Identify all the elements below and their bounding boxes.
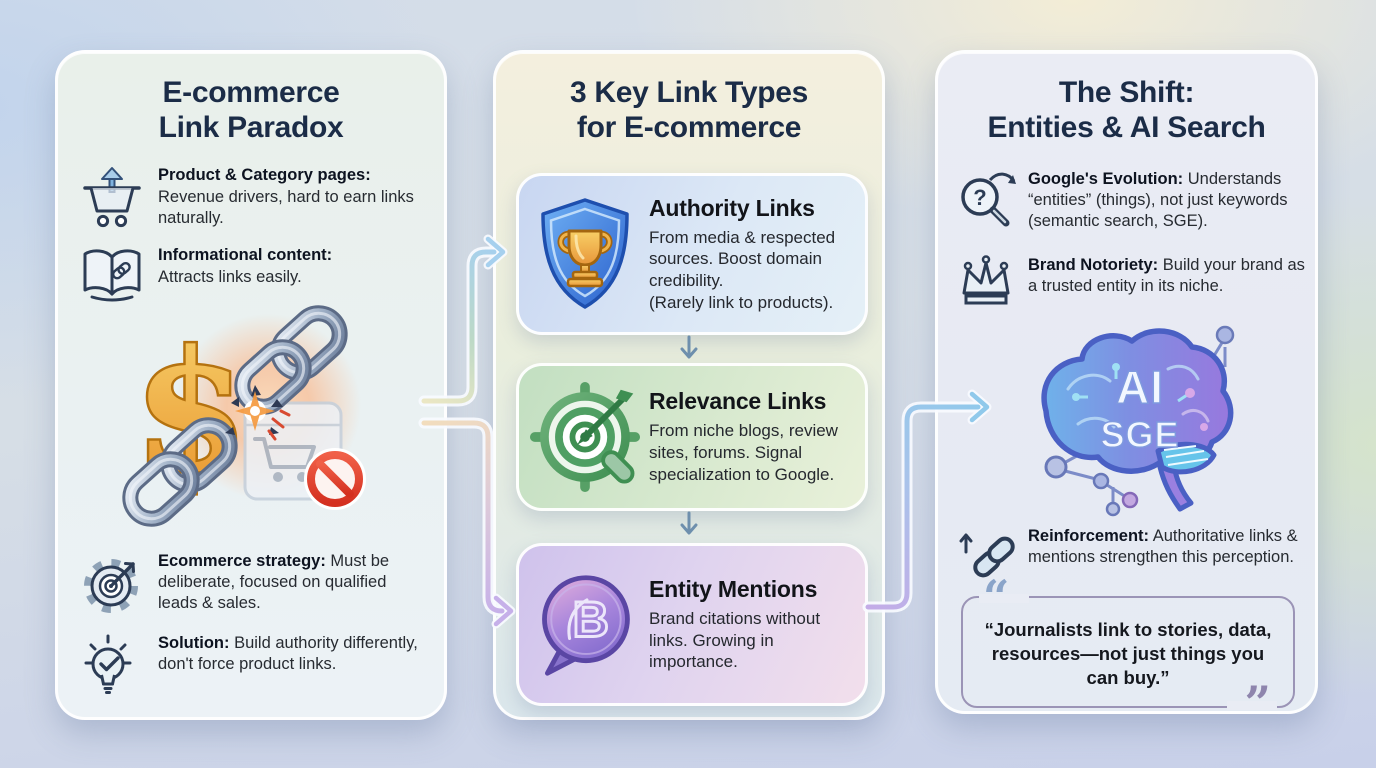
item-body: Authoritative links & mentions strengthe…: [1028, 527, 1298, 566]
item-text: Brand Notoriety: Build your brand as a t…: [1028, 255, 1310, 297]
circuit-dots: [1072, 363, 1208, 431]
item-text: Google's Evolution: Understands “entitie…: [1028, 169, 1310, 232]
item-bold: Solution:: [158, 634, 230, 652]
title-line: The Shift:: [1058, 76, 1195, 109]
list-item-product-pages: Product & Category pages: Revenue drivers…: [80, 165, 432, 231]
cerebellum-stripes: [1163, 445, 1209, 466]
card-title: Authority Links: [649, 194, 815, 221]
card-body: From niche blogs, review sites, forums. …: [649, 421, 838, 484]
chain-links: [122, 305, 348, 527]
item-body: Attracts links easily.: [158, 267, 302, 286]
open-quote-icon: “: [983, 570, 1010, 624]
item-body: Build your brand as a trusted entity in …: [1028, 256, 1305, 295]
item-body: Must be deliberate, focused on qualified…: [158, 552, 390, 612]
item-bold: Google's Evolution:: [1028, 170, 1184, 188]
panel-entities-ai-search: The Shift: Entities & AI Search ? Google…: [935, 50, 1318, 726]
card-authority-links: Authority Links From media & respected s…: [516, 173, 868, 335]
list-item-googles-evolution: ? Google's Evolution: Understands “entit…: [954, 169, 1310, 235]
item-text: Ecommerce strategy: Must be deliberate, …: [158, 551, 424, 614]
card-body: From media & respected sources. Boost do…: [649, 227, 849, 314]
card-title: Entity Mentions: [649, 575, 818, 602]
card-body: Brand citations without links. Growing i…: [649, 608, 821, 672]
break-spark: [225, 385, 291, 441]
panel-link-types: 3 Key Link Types for E-commerce: [493, 50, 885, 720]
quote-border-gap: [1227, 701, 1277, 710]
item-body: Understands “entities” (things), not jus…: [1028, 170, 1288, 230]
card-text: Authority Links From media & respected s…: [649, 195, 849, 314]
list-item-informational-content: Informational content: Attracts links eas…: [80, 245, 432, 311]
list-item-solution: Solution: Build authority differently, d…: [80, 633, 432, 699]
item-bold: Product & Category pages:: [158, 166, 371, 184]
crown-icon: [954, 255, 1018, 321]
target-arrow-icon: [529, 373, 641, 501]
title-line: Link Paradox: [158, 111, 344, 145]
brain-folds: [1066, 364, 1210, 429]
card-body-line2: (Rarely link to products).: [649, 292, 834, 312]
ai-brain-illustration: AI SGE: [1041, 325, 1235, 517]
item-text: Informational content: Attracts links eas…: [158, 245, 424, 288]
item-bold: Ecommerce strategy:: [158, 552, 326, 570]
lightbulb-check-icon: [80, 633, 144, 699]
middle-panel-title: 3 Key Link Types for E-commerce: [496, 75, 882, 146]
item-text: Reinforcement: Authoritative links & men…: [1028, 526, 1310, 568]
left-panel-title: E-commerce Link Paradox: [58, 75, 444, 146]
bubble-letter: B: [573, 591, 609, 647]
card-title: Relevance Links: [649, 388, 827, 415]
question-mark: ?: [973, 185, 986, 210]
close-quote-icon: ”: [1244, 676, 1271, 730]
item-bold: Brand Notoriety:: [1028, 256, 1159, 274]
broken-chain-dollar-illustration: $: [122, 305, 366, 527]
search-question-icon: ?: [954, 169, 1018, 235]
item-body: Revenue drivers, hard to earn links natu…: [158, 187, 414, 227]
no-entry-icon: [304, 448, 366, 510]
list-item-brand-notoriety: Brand Notoriety: Build your brand as a t…: [954, 255, 1310, 321]
gear-target-icon: [80, 551, 144, 617]
item-bold: Informational content:: [158, 246, 333, 264]
item-body: Build authority differently, don't force…: [158, 634, 418, 673]
title-line: E-commerce: [162, 76, 340, 109]
item-text: Product & Category pages: Revenue drivers…: [158, 165, 424, 229]
brain-label-ai: AI: [1116, 361, 1164, 413]
speech-bubble-b-icon: B: [529, 561, 641, 689]
panel-link-paradox: E-commerce Link Paradox Product & Catego…: [55, 50, 447, 720]
card-text: Entity Mentions Brand citations without …: [649, 576, 849, 673]
title-line: 3 Key Link Types: [569, 76, 809, 109]
book-link-icon: [80, 245, 144, 311]
cart-up-arrow-icon: [80, 165, 144, 231]
shield-trophy-icon: [529, 190, 641, 318]
right-panel-title: The Shift: Entities & AI Search: [938, 75, 1315, 146]
quote-text: “Journalists link to stories, data, reso…: [984, 619, 1272, 689]
card-text: Relevance Links From niche blogs, review…: [649, 388, 849, 485]
journalist-quote-box: “ “Journalists link to stories, data, re…: [961, 574, 1295, 726]
card-entity-mentions: B Entity Mentions Brand citations withou…: [516, 543, 868, 706]
title-line: Entities & AI Search: [987, 111, 1266, 145]
list-item-ecommerce-strategy: Ecommerce strategy: Must be deliberate, …: [80, 551, 432, 617]
quote-border-gap: [979, 594, 1029, 603]
item-bold: Reinforcement:: [1028, 527, 1150, 545]
title-line: for E-commerce: [576, 111, 802, 145]
brain-label-sge: SGE: [1100, 414, 1179, 455]
card-relevance-links: Relevance Links From niche blogs, review…: [516, 363, 868, 511]
item-text: Solution: Build authority differently, d…: [158, 633, 424, 675]
